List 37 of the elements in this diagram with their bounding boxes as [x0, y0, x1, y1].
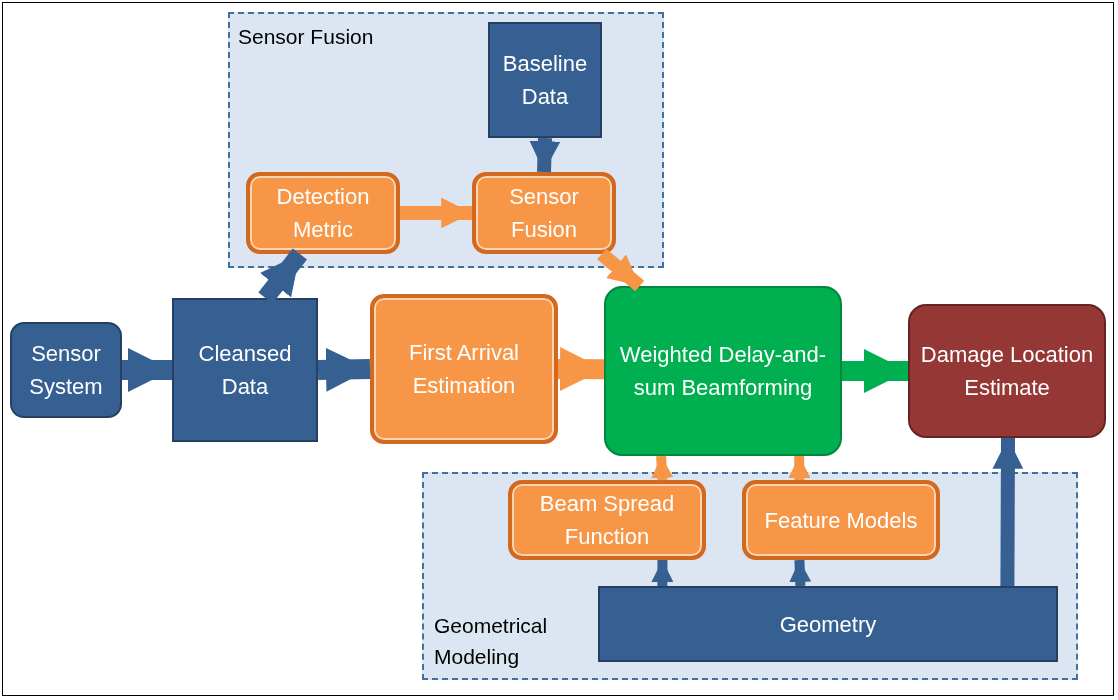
arrow: [122, 348, 172, 392]
arrow: [651, 455, 674, 481]
arrow: [651, 560, 674, 586]
process-box: [508, 480, 706, 560]
node-label: Damage Location Estimate: [919, 341, 1095, 402]
data-box: [172, 298, 318, 442]
process-box: [604, 286, 842, 456]
arrow: [529, 137, 561, 173]
arrow: [317, 347, 371, 392]
arrow: [400, 197, 472, 229]
arrow: [992, 437, 1024, 587]
output-box: [908, 304, 1106, 438]
process-box: [742, 480, 940, 560]
node-label: Feature Models: [764, 506, 918, 535]
node-label: Detection Metric: [275, 183, 371, 244]
group-label: Sensor Fusion: [238, 24, 374, 50]
node-label: Sensor Fusion: [508, 183, 580, 244]
group-box: [422, 472, 1078, 680]
source-box: [10, 322, 122, 418]
arrow: [557, 347, 605, 391]
node-label: Weighted Delay-and-sum Beamforming: [618, 341, 828, 402]
node-label: Sensor System: [28, 340, 104, 401]
arrow: [789, 559, 812, 587]
process-box: [246, 172, 400, 254]
arrow: [788, 455, 811, 481]
arrow: [842, 349, 908, 393]
node-label: Cleansed Data: [197, 340, 293, 401]
node-label: Beam Spread Function: [538, 490, 676, 551]
process-box: [370, 294, 558, 444]
data-box: [598, 586, 1058, 662]
node-label: Geometry: [779, 610, 877, 639]
group-label: Geometrical Modeling: [434, 613, 549, 670]
process-box: [472, 172, 616, 254]
node-label: Baseline Data: [501, 50, 589, 111]
node-label: First Arrival Estimation: [408, 339, 520, 400]
group-box: [228, 12, 664, 268]
data-box: [488, 22, 602, 138]
